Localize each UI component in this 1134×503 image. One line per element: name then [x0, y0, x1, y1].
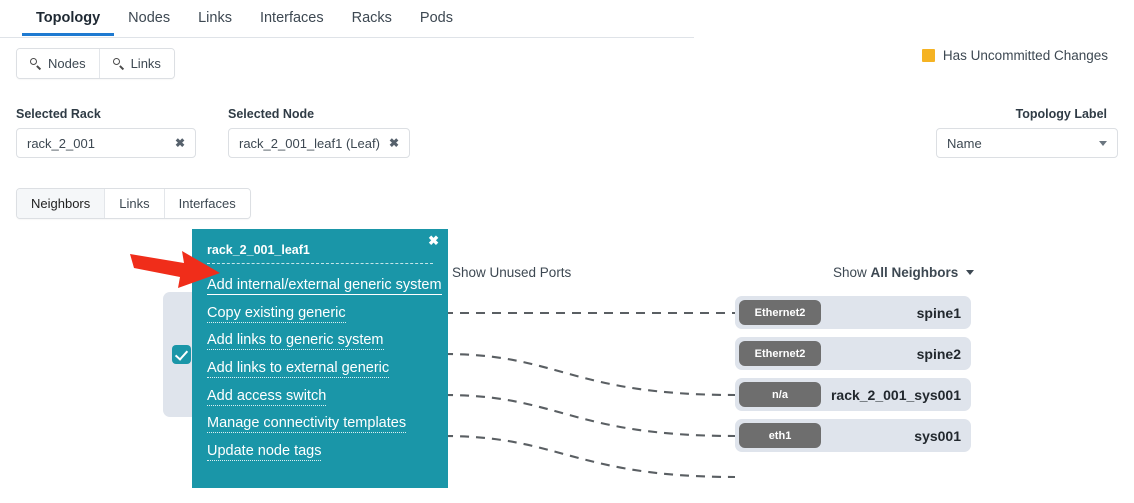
port-badge: Ethernet2 — [739, 300, 821, 325]
main-tab-bar: Topology Nodes Links Interfaces Racks Po… — [0, 0, 694, 38]
view-subtabs: Neighbors Links Interfaces — [16, 188, 251, 219]
uncommitted-changes-legend: Has Uncommitted Changes — [921, 48, 1108, 63]
menu-item-add-internal-external-generic-system[interactable]: Add internal/external generic system — [207, 277, 442, 295]
tab-racks[interactable]: Racks — [351, 10, 392, 26]
subtab-interfaces[interactable]: Interfaces — [163, 189, 250, 218]
neighbor-name: sys001 — [914, 427, 961, 444]
neighbor-row[interactable]: Ethernet2 spine2 — [735, 337, 971, 370]
topology-label-select[interactable]: Name — [936, 128, 1118, 158]
menu-item-copy-existing-generic[interactable]: Copy existing generic — [207, 304, 346, 323]
menu-item-manage-connectivity-templates[interactable]: Manage connectivity templates — [207, 415, 407, 434]
node-context-menu: ✖ rack_2_001_leaf1 Add internal/external… — [192, 229, 448, 488]
search-button-group: Nodes Links — [16, 48, 175, 79]
show-unused-ports-link[interactable]: Show Unused Ports — [452, 265, 572, 280]
topology-label-label: Topology Label — [1015, 107, 1107, 121]
chevron-down-icon — [966, 270, 975, 275]
neighbor-name: spine2 — [916, 345, 961, 362]
menu-item-add-links-to-generic-system[interactable]: Add links to generic system — [207, 332, 384, 351]
neighbor-row[interactable]: Ethernet2 spine1 — [735, 296, 971, 329]
clear-rack-icon[interactable]: ✖ — [174, 136, 185, 150]
tab-nodes[interactable]: Nodes — [128, 10, 171, 26]
chevron-down-icon — [1099, 140, 1107, 146]
selected-rack-select[interactable]: rack_2_001 ✖ — [16, 128, 196, 158]
node-selected-checkbox[interactable] — [172, 345, 191, 364]
tab-interfaces[interactable]: Interfaces — [259, 10, 324, 26]
selected-node-label: Selected Node — [228, 107, 315, 121]
uncommitted-changes-label: Has Uncommitted Changes — [942, 48, 1108, 63]
tab-pods[interactable]: Pods — [419, 10, 453, 26]
topology-canvas: Show Unused Ports Show All Neighbors rac… — [0, 228, 1134, 503]
search-links-button[interactable]: Links — [98, 49, 174, 78]
clear-node-icon[interactable]: ✖ — [388, 136, 399, 150]
uncommitted-changes-swatch — [921, 49, 935, 62]
subtab-links[interactable]: Links — [104, 189, 164, 218]
search-nodes-button[interactable]: Nodes — [17, 49, 99, 78]
close-icon[interactable]: ✖ — [428, 233, 439, 248]
search-icon — [112, 57, 125, 70]
port-badge: Ethernet2 — [739, 341, 821, 366]
search-icon — [30, 57, 42, 70]
menu-item-update-node-tags[interactable]: Update node tags — [207, 443, 322, 462]
selected-rack-label: Selected Rack — [16, 107, 101, 121]
search-links-label: Links — [130, 56, 161, 71]
menu-item-add-access-switch[interactable]: Add access switch — [207, 387, 327, 406]
subtab-neighbors[interactable]: Neighbors — [17, 189, 105, 218]
port-badge: eth1 — [739, 423, 821, 448]
search-nodes-label: Nodes — [48, 56, 86, 71]
selected-rack-value: rack_2_001 — [27, 135, 95, 151]
tab-topology[interactable]: Topology — [22, 0, 115, 36]
selected-node-select[interactable]: rack_2_001_leaf1 (Leaf) ✖ — [228, 128, 410, 158]
neighbor-row[interactable]: eth1 sys001 — [735, 419, 971, 452]
context-menu-title: rack_2_001_leaf1 — [207, 243, 433, 264]
show-neighbors-value: All Neighbors — [870, 265, 959, 280]
menu-item-add-links-to-external-generic[interactable]: Add links to external generic — [207, 360, 390, 379]
neighbor-row[interactable]: n/a rack_2_001_sys001 — [735, 378, 971, 411]
port-badge: n/a — [739, 382, 821, 407]
show-neighbors-prefix: Show — [833, 265, 871, 280]
tab-links[interactable]: Links — [198, 10, 232, 26]
selected-node-value: rack_2_001_leaf1 (Leaf) — [239, 135, 380, 151]
neighbor-name: rack_2_001_sys001 — [830, 386, 961, 403]
topology-label-value: Name — [947, 135, 982, 151]
show-neighbors-dropdown[interactable]: Show All Neighbors — [833, 265, 975, 280]
neighbor-name: spine1 — [916, 304, 961, 321]
